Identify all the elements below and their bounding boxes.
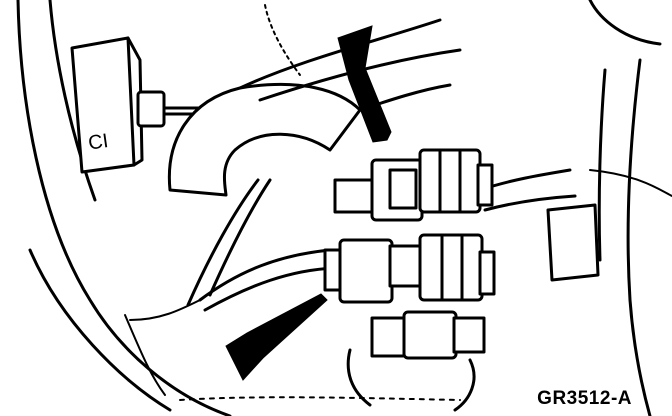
upper-connector — [333, 148, 494, 222]
bottom-connector — [346, 310, 486, 412]
lower-connector — [323, 233, 496, 304]
lower-connector-arrow — [225, 293, 328, 381]
figure-id-label: GR3512-A — [537, 388, 632, 409]
sensor-bracket: CI — [70, 36, 217, 174]
right-panel — [546, 0, 672, 416]
stamp-label: CI — [87, 130, 110, 155]
upper-connector-arrow — [337, 25, 392, 143]
dash-panel — [16, 0, 232, 416]
